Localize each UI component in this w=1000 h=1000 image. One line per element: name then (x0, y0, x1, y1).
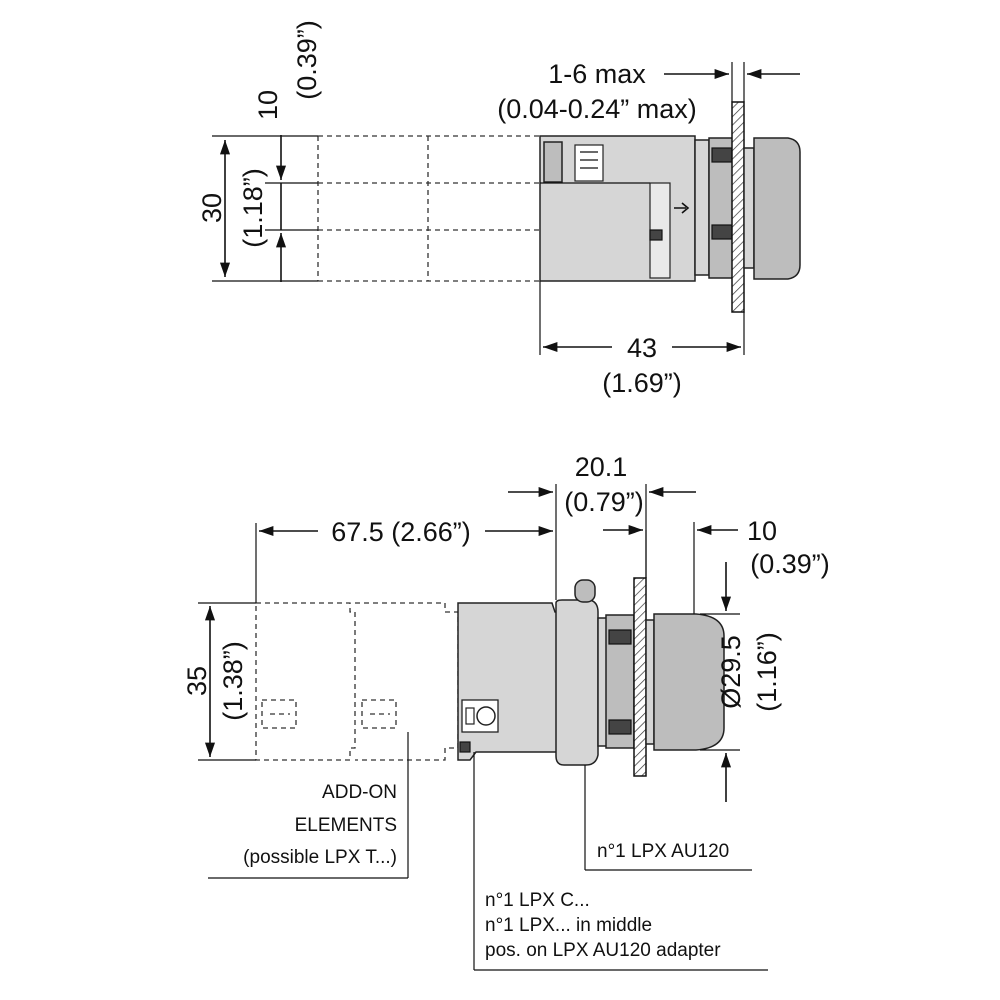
top-push-button-head (694, 101, 801, 313)
callout-contact: n°1 LPX C... n°1 LPX... in middle pos. o… (473, 752, 768, 971)
top-dim-depth: 43 (1.69”) (539, 281, 745, 398)
callout-addon-line3: (possible LPX T...) (243, 847, 397, 868)
side-dim-height-inch: (1.38”) (218, 641, 248, 721)
top-dim-panel-inch: (0.04-0.24” max) (497, 94, 697, 124)
side-dim-adapter-inch: (0.79”) (564, 487, 644, 517)
side-dim-head-inch: (0.39”) (750, 549, 830, 579)
side-view: 67.5 (2.66”) 20.1 (0.79”) 10 (0.39”) 35 … (182, 452, 830, 971)
side-dim-height-value: 35 (182, 666, 212, 696)
top-addon-outline (317, 135, 540, 282)
top-dim-height-inch: (1.18”) (238, 168, 268, 248)
callout-addon-line1: ADD-ON (322, 782, 397, 803)
side-dim-diameter-inch: (1.16”) (752, 632, 782, 712)
side-dim-diameter-value: Ø29.5 (716, 635, 746, 709)
top-dim-module-inch: (0.39”) (292, 20, 322, 100)
callout-contact-line1: n°1 LPX C... (485, 890, 590, 911)
callout-contact-line3: pos. on LPX AU120 adapter (485, 940, 721, 961)
top-view: 30 (1.18”) 10 (0.39”) 1-6 max (0.04-0.24… (197, 20, 801, 398)
top-dim-depth-inch: (1.69”) (602, 368, 682, 398)
top-dim-panel-value: 1-6 max (548, 59, 646, 89)
side-dim-adapter-value: 20.1 (575, 452, 628, 482)
top-dim-depth-value: 43 (627, 333, 657, 363)
callout-adapter-text: n°1 LPX AU120 (597, 841, 729, 862)
top-dim-panel: 1-6 max (0.04-0.24” max) (497, 59, 800, 124)
callout-contact-line2: n°1 LPX... in middle (485, 915, 652, 936)
top-dim-height: 30 (1.18”) (197, 135, 318, 282)
side-dim-addon-length: 67.5 (2.66”) (255, 517, 557, 603)
top-contact-block (539, 135, 696, 282)
side-push-button-head (597, 577, 725, 777)
side-adapter (555, 579, 599, 766)
side-dim-adapter: 20.1 (0.79”) (508, 452, 696, 578)
side-addon-outline (255, 602, 459, 761)
callout-addon: ADD-ON ELEMENTS (possible LPX T...) (208, 732, 409, 879)
top-dim-height-value: 30 (197, 193, 227, 223)
callout-adapter: n°1 LPX AU120 (584, 765, 752, 871)
side-dim-height: 35 (1.38”) (182, 602, 256, 761)
callout-addon-line2: ELEMENTS (295, 815, 397, 836)
side-dim-head-value: 10 (747, 516, 777, 546)
top-dim-module: 10 (0.39”) (253, 20, 322, 282)
top-dim-module-value: 10 (253, 90, 283, 120)
side-dim-head: 10 (0.39”) (603, 516, 830, 614)
side-contact-block (457, 602, 561, 761)
side-dim-diameter: Ø29.5 (1.16”) (700, 562, 782, 802)
side-dim-addon-length-value: 67.5 (2.66”) (331, 517, 471, 547)
